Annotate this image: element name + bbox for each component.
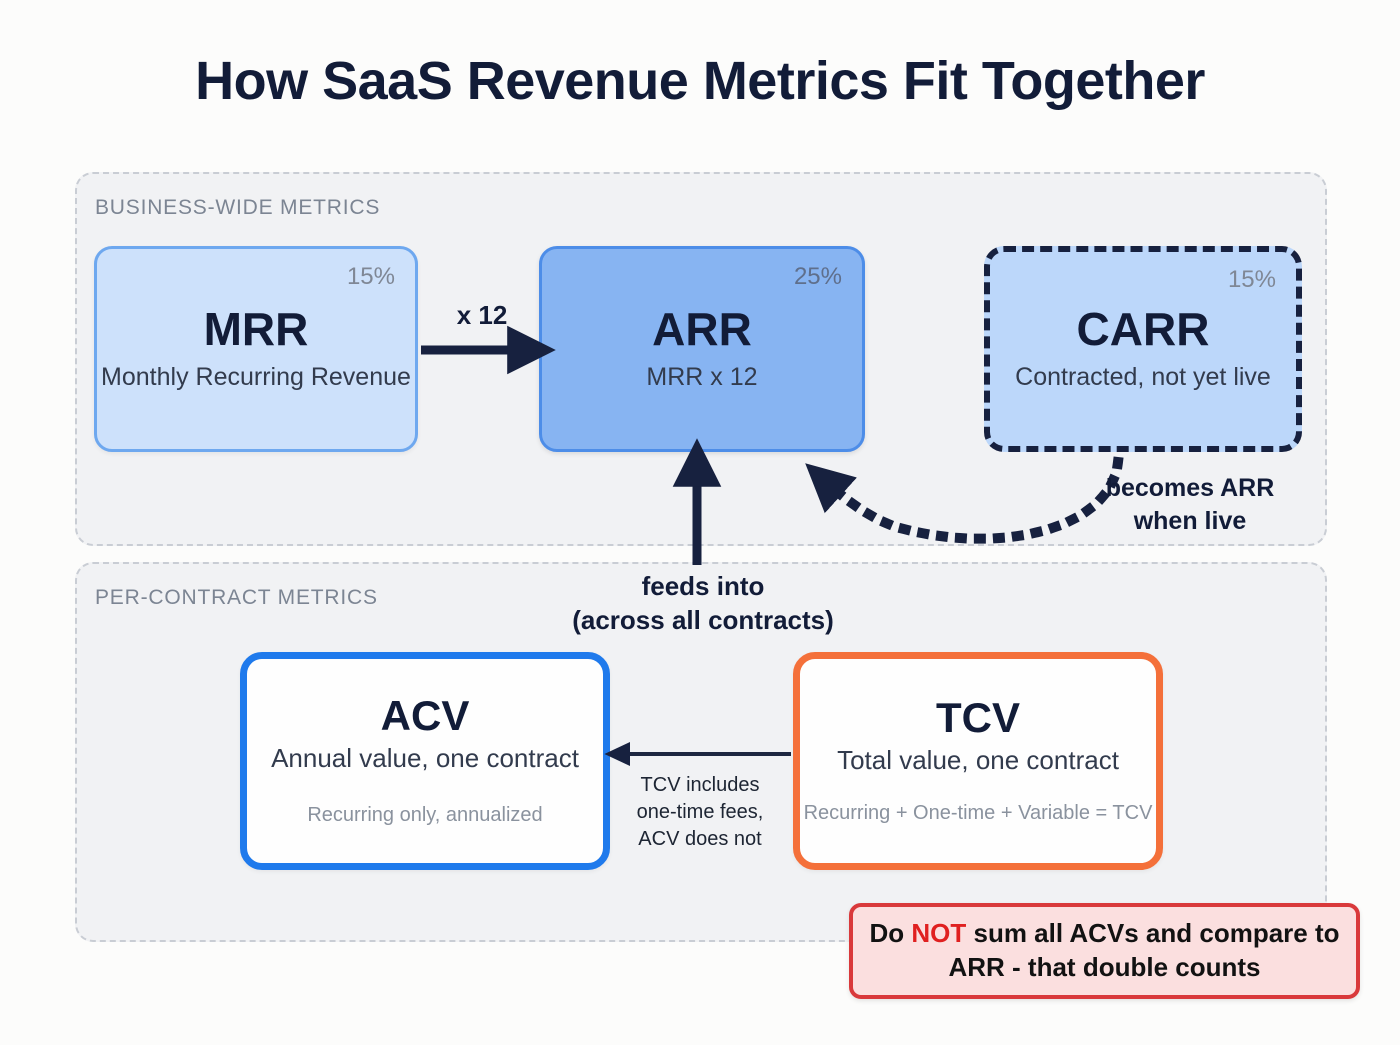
arr-percent-badge: 25% <box>793 263 842 290</box>
acv-note: Recurring only, annualized <box>307 803 543 826</box>
panel-label-business-wide: BUSINESS-WIDE METRICS <box>95 196 381 219</box>
tcv-includes-line3: ACV does not <box>638 828 762 851</box>
connector-label-becomes-arr: becomes ARR when live <box>1080 472 1300 538</box>
tcv-title: TCV <box>936 694 1020 742</box>
card-carr[interactable]: 15% CARR Contracted, not yet live <box>984 246 1302 452</box>
tcv-note: Recurring + One-time + Variable = TCV <box>803 801 1153 824</box>
feeds-into-line1: feeds into <box>641 571 765 601</box>
carr-subtitle: Contracted, not yet live <box>1015 363 1271 392</box>
warning-suffix: sum all ACVs and compare to ARR - that d… <box>948 918 1340 982</box>
card-acv[interactable]: ACV Annual value, one contract Recurring… <box>240 652 610 870</box>
mrr-title: MRR <box>203 302 309 355</box>
warning-emphasis: NOT <box>911 918 967 949</box>
arr-title: ARR <box>652 302 752 355</box>
page-title: How SaaS Revenue Metrics Fit Together <box>195 51 1205 111</box>
card-mrr[interactable]: 15% MRR Monthly Recurring Revenue <box>94 246 418 452</box>
mrr-subtitle: Monthly Recurring Revenue <box>101 363 411 392</box>
acv-subtitle: Annual value, one contract <box>271 743 579 774</box>
arr-subtitle: MRR x 12 <box>646 363 758 392</box>
connector-label-x12: x 12 <box>456 300 508 330</box>
warning-callout: Do NOT sum all ACVs and compare to ARR -… <box>849 903 1360 999</box>
tcv-includes-line2: one-time fees, <box>636 801 764 824</box>
becomes-arr-line1: becomes ARR <box>1105 474 1275 502</box>
mrr-percent-badge: 15% <box>346 263 395 290</box>
panel-label-per-contract: PER-CONTRACT METRICS <box>95 586 378 609</box>
connector-label-feeds-into: feeds into (across all contracts) <box>528 570 878 638</box>
card-arr[interactable]: 25% ARR MRR x 12 <box>539 246 865 452</box>
feeds-into-line2: (across all contracts) <box>572 604 834 635</box>
acv-title: ACV <box>380 692 470 740</box>
becomes-arr-line2: when live <box>1133 507 1247 535</box>
connector-label-tcv-includes: TCV includes one-time fees, ACV does not <box>612 772 788 854</box>
carr-percent-badge: 15% <box>1227 266 1276 293</box>
warning-text: Do NOT sum all ACVs and compare to ARR -… <box>853 917 1356 985</box>
tcv-includes-line1: TCV includes <box>640 774 760 796</box>
carr-title: CARR <box>1076 302 1210 355</box>
tcv-subtitle: Total value, one contract <box>837 745 1119 776</box>
card-tcv[interactable]: TCV Total value, one contract Recurring … <box>793 652 1163 870</box>
warning-prefix: Do <box>869 918 912 949</box>
